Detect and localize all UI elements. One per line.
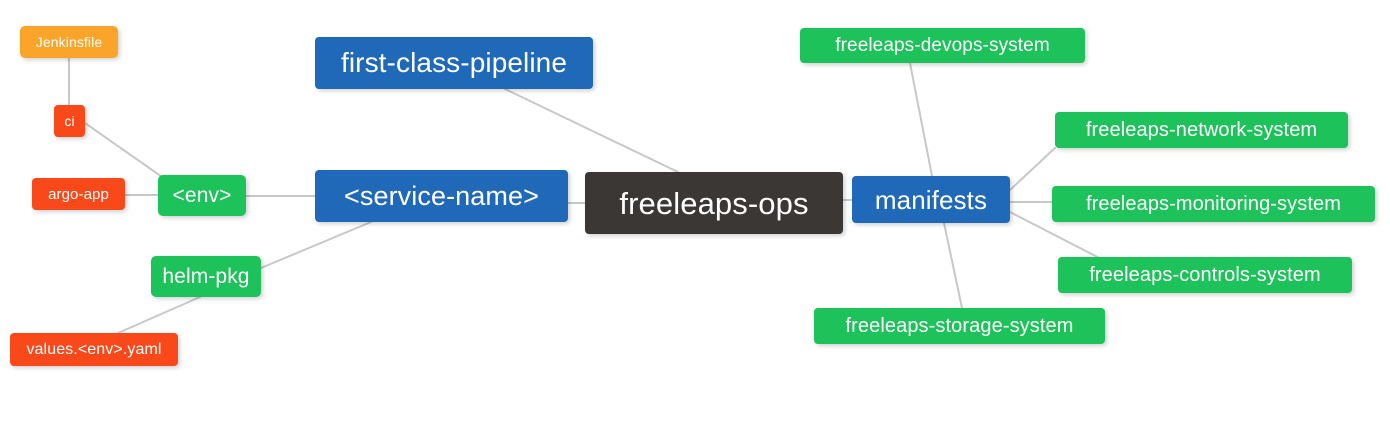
node-label-freeleaps-devops-system: freeleaps-devops-system: [835, 35, 1050, 56]
node-jenkinsfile[interactable]: Jenkinsfile: [20, 26, 118, 58]
node-values-yaml[interactable]: values.<env>.yaml: [10, 333, 178, 366]
node-label-freeleaps-network-system: freeleaps-network-system: [1085, 119, 1318, 141]
edge-manifests-network: [1009, 147, 1056, 191]
node-freeleaps-network-system[interactable]: freeleaps-network-system: [1055, 112, 1348, 148]
node-label-first-class-pipeline: first-class-pipeline: [340, 47, 568, 78]
node-label-ci: ci: [64, 113, 75, 129]
node-helm-pkg[interactable]: helm-pkg: [151, 256, 261, 297]
node-freeleaps-controls-system[interactable]: freeleaps-controls-system: [1058, 257, 1352, 293]
node-label-service-name: <service-name>: [344, 180, 539, 211]
node-label-freeleaps-monitoring-system: freeleaps-monitoring-system: [1085, 193, 1341, 215]
node-freeleaps-monitoring-system[interactable]: freeleaps-monitoring-system: [1052, 186, 1375, 222]
node-label-manifests: manifests: [874, 184, 988, 215]
node-freeleaps-ops[interactable]: freeleaps-ops: [585, 172, 843, 234]
node-freeleaps-storage-system[interactable]: freeleaps-storage-system: [814, 308, 1105, 344]
edge-valuesyaml-helmpkg: [117, 296, 201, 334]
node-label-helm-pkg: helm-pkg: [162, 265, 250, 288]
node-argo-app[interactable]: argo-app: [32, 178, 125, 210]
node-freeleaps-devops-system[interactable]: freeleaps-devops-system: [800, 28, 1085, 63]
edge-firstclasspipeline-ops: [504, 88, 679, 173]
node-label-freeleaps-storage-system: freeleaps-storage-system: [845, 315, 1074, 337]
node-label-argo-app: argo-app: [48, 185, 109, 203]
node-label-freeleaps-controls-system: freeleaps-controls-system: [1089, 264, 1321, 286]
edge-manifests-devops: [909, 62, 933, 177]
node-label-env: <env>: [172, 184, 232, 207]
edge-manifests-storage: [943, 222, 963, 309]
node-env[interactable]: <env>: [158, 175, 246, 216]
node-manifests[interactable]: manifests: [852, 176, 1010, 223]
node-service-name[interactable]: <service-name>: [315, 170, 568, 222]
node-label-values-yaml: values.<env>.yaml: [26, 340, 162, 358]
node-ci[interactable]: ci: [54, 105, 85, 137]
node-first-class-pipeline[interactable]: first-class-pipeline: [315, 37, 593, 89]
edge-helmpkg-servicename: [260, 221, 372, 269]
node-label-jenkinsfile: Jenkinsfile: [35, 34, 103, 50]
node-label-freeleaps-ops: freeleaps-ops: [619, 185, 809, 221]
